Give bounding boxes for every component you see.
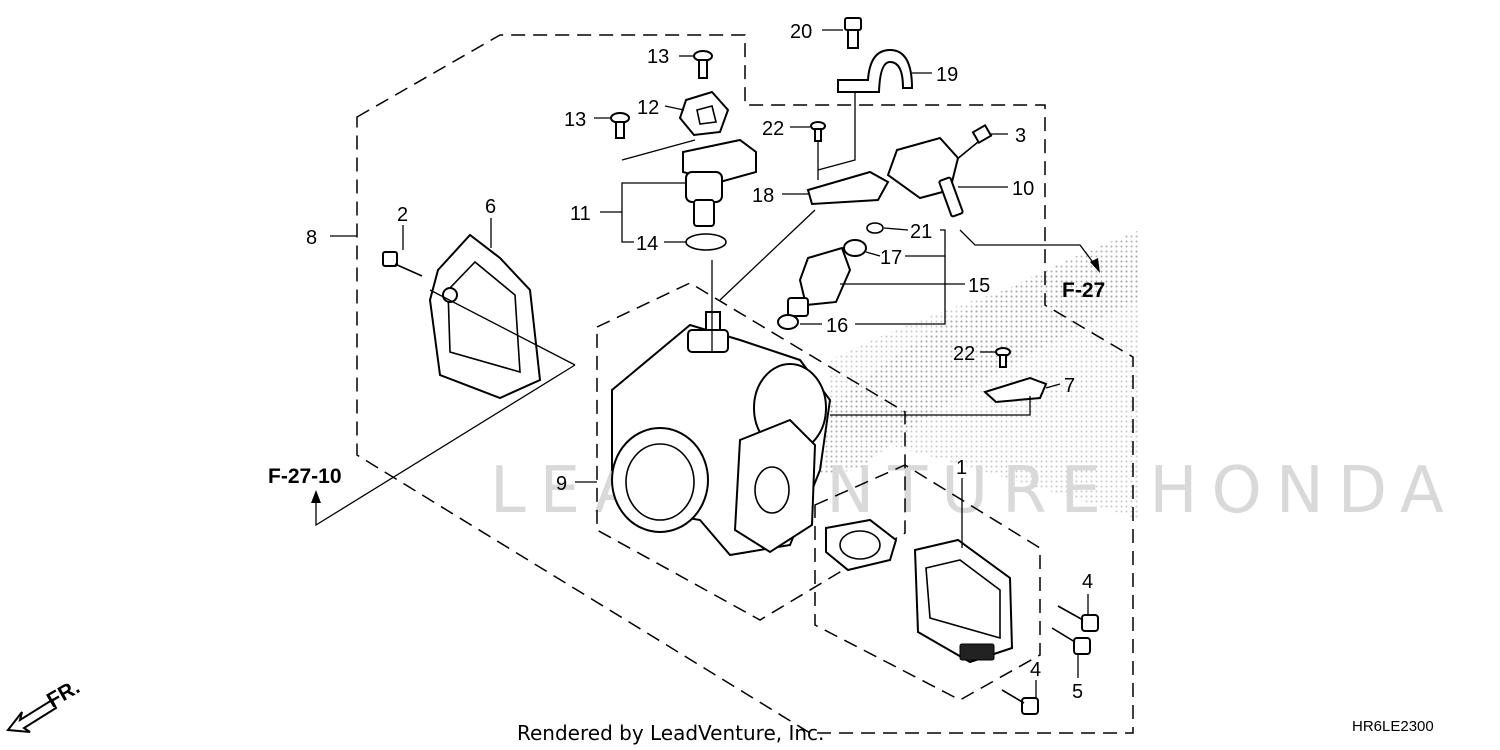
callout-8: 8	[306, 227, 317, 249]
callout-22-upper: 22	[762, 118, 784, 140]
callout-21: 21	[910, 221, 932, 243]
throttle-body-9	[611, 311, 832, 557]
assembly-8-boundary	[356, 34, 1134, 734]
callout-20: 20	[790, 21, 812, 43]
callout-7: 7	[1064, 375, 1075, 397]
bolt-4-upper	[1057, 605, 1099, 632]
front-arrow-icon	[6, 698, 58, 733]
o-ring-21	[866, 222, 884, 234]
callout-5: 5	[1072, 681, 1083, 703]
reference-f27-10: F-27-10	[268, 465, 342, 488]
callout-15: 15	[968, 275, 990, 297]
callout-19: 19	[936, 64, 958, 86]
screw-13-lower	[610, 112, 630, 139]
callout-4-upper: 4	[1082, 571, 1093, 593]
o-ring-14	[685, 233, 727, 251]
cover-12	[678, 90, 730, 137]
sensor-11	[682, 138, 757, 227]
callout-6: 6	[485, 196, 496, 218]
f27-arrow	[959, 229, 1100, 273]
clamp-19	[837, 48, 914, 93]
assembly-9-boundary	[596, 282, 906, 621]
gasket	[825, 518, 898, 572]
callout-16: 16	[826, 315, 848, 337]
callout-10: 10	[1012, 178, 1034, 200]
diagram-code: HR6LE2300	[1352, 718, 1434, 735]
footer-credit: Rendered by LeadVenture, Inc.	[517, 721, 824, 745]
sensor-10	[886, 136, 964, 218]
callout-9: 9	[556, 473, 567, 495]
callout-22-lower: 22	[953, 343, 975, 365]
front-direction-marker: FR.	[6, 675, 84, 733]
callout-13-lower: 13	[564, 109, 586, 131]
throttle-position-sensor-1	[913, 538, 1014, 664]
callout-12: 12	[637, 97, 659, 119]
callout-2: 2	[397, 204, 408, 226]
bolt-20	[844, 17, 862, 49]
leader-lines	[330, 29, 1089, 698]
assembly-1-boundary	[814, 464, 1041, 701]
screw-22-lower	[995, 347, 1011, 368]
seal-17	[843, 239, 867, 257]
callout-3: 3	[1015, 125, 1026, 147]
bolt-5	[1051, 627, 1091, 655]
reference-f27: F-27	[1062, 279, 1105, 302]
bolt-3	[955, 123, 993, 161]
callout-1: 1	[956, 457, 967, 479]
callout-11: 11	[570, 203, 591, 225]
bracket-18	[806, 170, 890, 206]
screw-22-upper	[810, 121, 826, 142]
injector-15	[787, 246, 852, 317]
callout-13-upper: 13	[647, 46, 669, 68]
honda-wing-watermark	[760, 230, 1140, 520]
cover-6	[428, 233, 542, 400]
bolt-4-lower	[1001, 689, 1039, 715]
f27-10-arrow	[311, 364, 576, 527]
callout-17: 17	[880, 247, 902, 269]
callout-18: 18	[752, 185, 774, 207]
screw-13-upper	[693, 50, 713, 79]
callout-4-lower: 4	[1030, 659, 1041, 681]
callout-14: 14	[636, 233, 658, 255]
seal-16	[777, 314, 799, 330]
bolt-2	[382, 251, 423, 277]
bracket-7	[983, 376, 1048, 404]
